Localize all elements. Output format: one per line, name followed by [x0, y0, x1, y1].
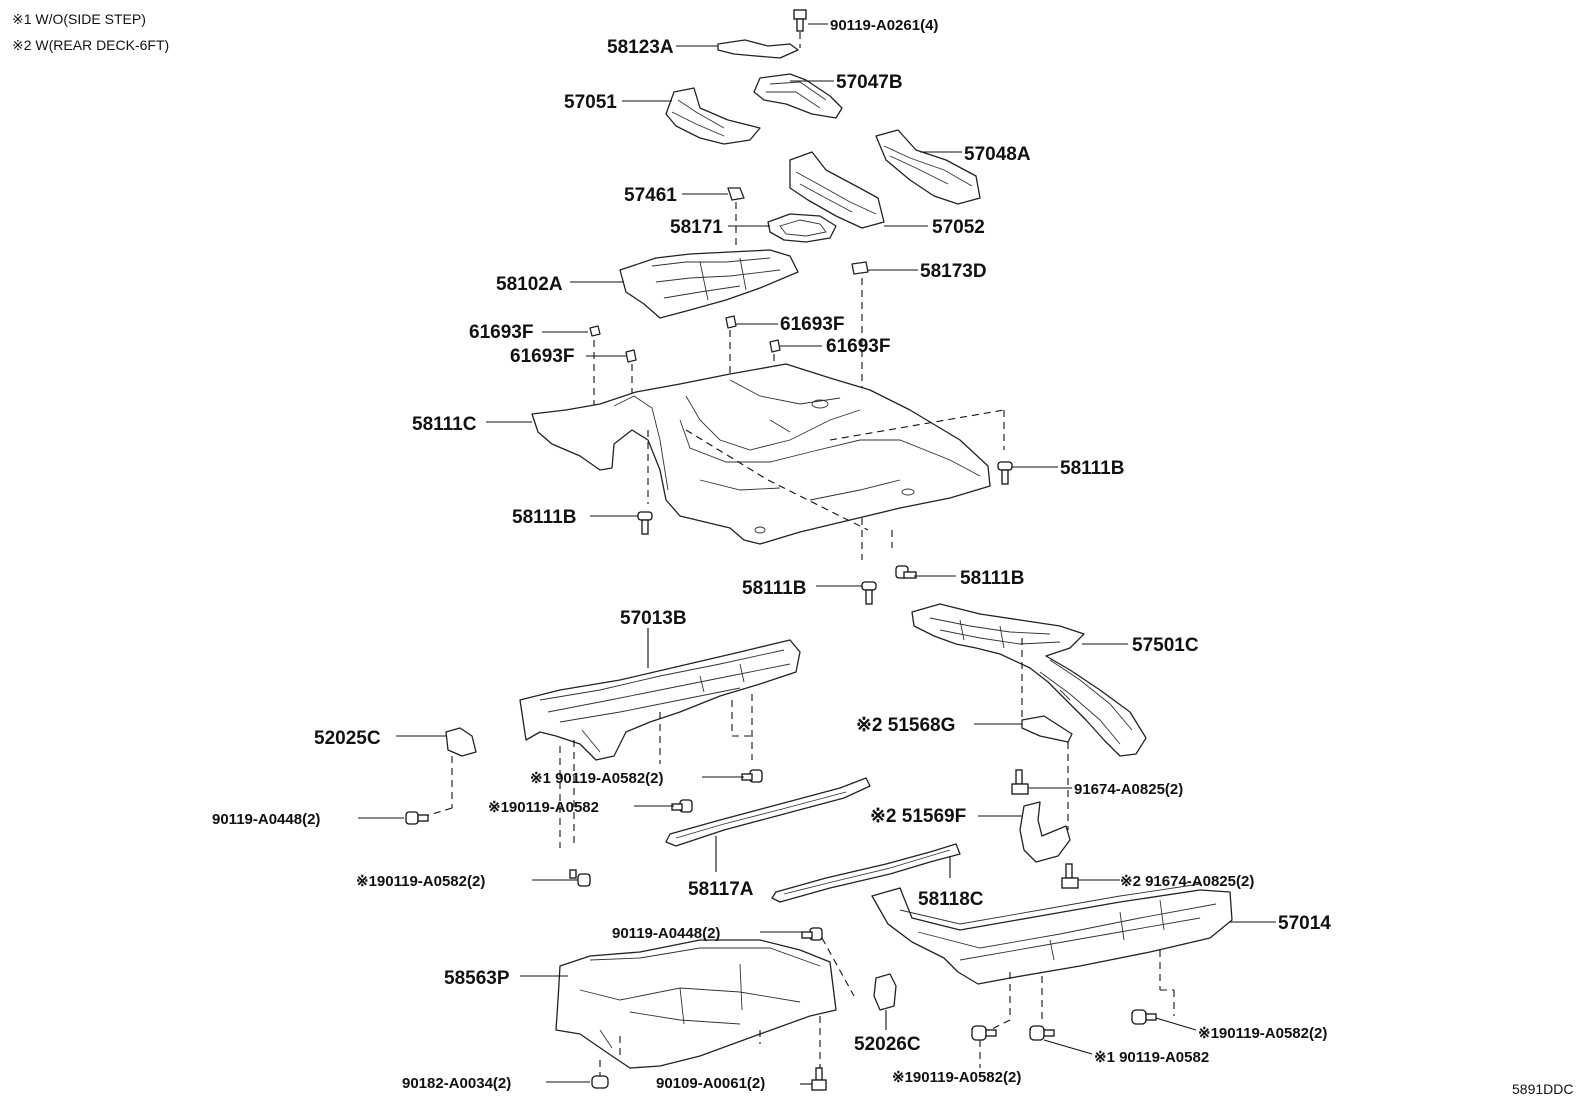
bolt-90119-A0582-b[interactable] — [671, 799, 693, 813]
part-58123A[interactable] — [717, 39, 799, 59]
part-61693F-c[interactable] — [725, 315, 737, 329]
label-58111B-a: 58111B — [1060, 458, 1124, 479]
part-52025C[interactable] — [445, 727, 477, 757]
note-side-step: ※1 W/O(SIDE STEP) — [12, 11, 146, 27]
part-58171[interactable] — [767, 213, 837, 243]
part-51569F[interactable] — [1019, 801, 1071, 863]
bolt-90119-A0582-2f[interactable] — [1131, 1009, 1157, 1025]
label-58111B-d: 58111B — [960, 568, 1024, 589]
note-rear-deck: ※2 W(REAR DECK-6FT) — [12, 37, 169, 53]
label-57461: 57461 — [624, 185, 677, 206]
label-51569F: ※2 51569F — [870, 806, 966, 827]
label-61693F-b: 61693F — [510, 346, 574, 367]
bolt-90182-A0034[interactable] — [591, 1075, 609, 1089]
label-58171: 58171 — [670, 217, 723, 238]
part-57051[interactable] — [665, 87, 761, 145]
label-90119-A0261: 90119-A0261(4) — [830, 17, 938, 34]
part-51568G[interactable] — [1021, 715, 1073, 743]
label-51568G: ※2 51568G — [856, 715, 955, 736]
label-57047B: 57047B — [836, 72, 903, 93]
part-57461[interactable] — [727, 187, 745, 201]
label-58173D: 58173D — [920, 261, 987, 282]
bolt-91674-A0825-2b[interactable] — [1061, 863, 1079, 889]
part-61693F-d[interactable] — [769, 339, 781, 353]
label-58111B-c: 58111B — [742, 578, 806, 599]
label-61693F-d: 61693F — [826, 336, 890, 357]
bolt-58111B-b[interactable] — [637, 511, 653, 535]
part-61693F-b[interactable] — [625, 349, 637, 363]
label-58111C: 58111C — [412, 414, 477, 435]
label-57051: 57051 — [564, 92, 617, 113]
part-52026C[interactable] — [873, 973, 897, 1011]
label-90109-A0061: 90109-A0061(2) — [656, 1075, 765, 1092]
label-58117A: 58117A — [688, 879, 754, 900]
label-58111B-b: 58111B — [512, 507, 576, 528]
bolt-90119-A0582-e[interactable] — [1029, 1025, 1055, 1041]
part-57501C[interactable] — [911, 603, 1147, 757]
label-57014: 57014 — [1278, 913, 1331, 934]
bolt-91674-A0825-2a[interactable] — [1011, 769, 1029, 795]
bolt-58111B-d[interactable] — [895, 565, 917, 579]
part-58118C[interactable] — [771, 843, 961, 903]
label-57048A: 57048A — [964, 144, 1031, 165]
label-90119-A0448-2a: 90119-A0448(2) — [212, 811, 320, 828]
bolt-90119-A0582-2d[interactable] — [971, 1025, 997, 1041]
part-57048A[interactable] — [875, 129, 981, 205]
label-52026C: 52026C — [854, 1034, 921, 1055]
bolt-90119-A0582-2c[interactable] — [569, 869, 591, 887]
bolt-90119-A0448-2a[interactable] — [405, 811, 429, 825]
bolt-58111B-c[interactable] — [861, 581, 877, 605]
part-58111C-floor-pan[interactable] — [531, 363, 991, 545]
label-90119-A0448-2b: 90119-A0448(2) — [612, 925, 720, 942]
part-58173D[interactable] — [851, 261, 869, 275]
part-58117A[interactable] — [665, 777, 871, 847]
label-52025C: 52025C — [314, 728, 381, 749]
label-57013B: 57013B — [620, 608, 687, 629]
label-90119-A0582-b: ※190119-A0582 — [488, 799, 599, 816]
label-58118C: 58118C — [918, 889, 984, 910]
bolt-90119-A0261[interactable] — [793, 9, 807, 32]
part-61693F-a[interactable] — [589, 325, 601, 337]
bolt-90119-A0582-2a[interactable] — [741, 769, 763, 783]
label-91674-A0825-2a: 91674-A0825(2) — [1074, 781, 1183, 798]
part-58102A[interactable] — [619, 249, 799, 319]
bolt-58111B-a[interactable] — [997, 461, 1013, 485]
label-58563P: 58563P — [444, 968, 510, 989]
part-57013B[interactable] — [519, 639, 801, 761]
label-61693F-a: 61693F — [469, 322, 533, 343]
label-61693F-c: 61693F — [780, 314, 844, 335]
bolt-90119-A0448-2b[interactable] — [801, 927, 823, 941]
label-58102A: 58102A — [496, 274, 563, 295]
label-90119-A0582-2c: ※190119-A0582(2) — [356, 873, 485, 890]
label-90119-A0582-2a: ※1 90119-A0582(2) — [530, 770, 664, 787]
label-57501C: 57501C — [1132, 635, 1199, 656]
part-57047B[interactable] — [753, 73, 843, 119]
label-90182-A0034: 90182-A0034(2) — [402, 1075, 511, 1092]
diagram-code: 5891DDC — [1512, 1081, 1573, 1097]
label-90119-A0582-2d: ※190119-A0582(2) — [892, 1069, 1021, 1086]
part-57052[interactable] — [789, 151, 885, 229]
label-91674-A0825-2b: ※2 91674-A0825(2) — [1120, 873, 1254, 890]
bolt-90109-A0061[interactable] — [811, 1067, 827, 1091]
part-58563P[interactable] — [555, 939, 837, 1069]
label-58123A: 58123A — [607, 37, 674, 58]
label-90119-A0582-2f: ※190119-A0582(2) — [1198, 1025, 1327, 1042]
label-57052: 57052 — [932, 217, 985, 238]
label-90119-A0582-e: ※1 90119-A0582 — [1094, 1049, 1209, 1066]
